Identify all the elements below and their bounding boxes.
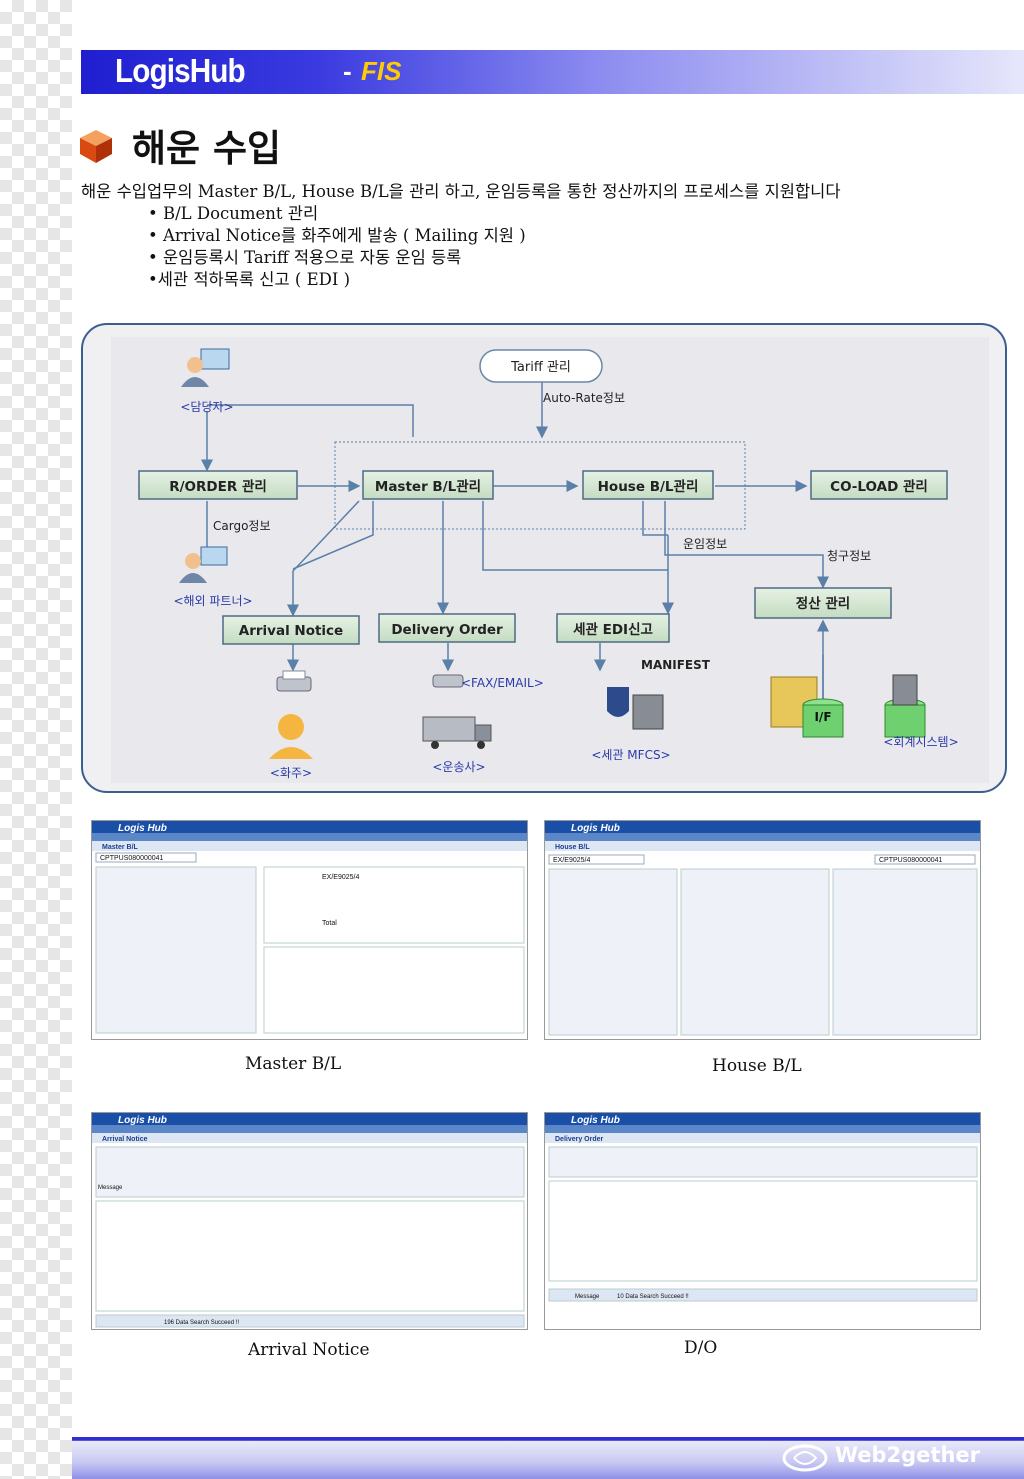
rorder-box: R/ORDER 관리: [169, 478, 267, 495]
svg-text:Delivery Order: Delivery Order: [555, 1136, 604, 1143]
if-label: I/F: [814, 710, 831, 724]
billing-info-label: 청구정보: [827, 549, 871, 563]
manager-icon: [181, 348, 230, 387]
freight-info-label: 운임정보: [683, 537, 727, 551]
svg-text:EX/E9025/4: EX/E9025/4: [322, 874, 359, 881]
master-box: Master B/L관리: [375, 478, 481, 495]
settlement-box: 정산 관리: [796, 595, 850, 612]
svg-text:196 Data Search Succeed !!: 196 Data Search Succeed !!: [164, 1320, 239, 1326]
caption-master-bl: Master B/L: [245, 1054, 342, 1074]
customs-edi-box: 세관 EDI신고: [573, 621, 653, 638]
svg-text:Message: Message: [98, 1185, 123, 1191]
svg-text:Logis Hub: Logis Hub: [571, 823, 620, 834]
bullet-item: •세관 적하목록 신고 ( EDI ): [148, 270, 351, 289]
intro-text: 해운 수입업무의 Master B/L, House B/L을 관리 하고, 운…: [81, 182, 841, 201]
svg-text:Logis Hub: Logis Hub: [118, 1115, 167, 1126]
caption-house-bl: House B/L: [712, 1056, 802, 1076]
page-title: 해운 수입: [132, 126, 282, 170]
manager-label: <담당자>: [180, 400, 233, 414]
process-diagram: Tariff 관리 Auto-Rate정보 <담당자> R/ORDER 관리 M…: [81, 323, 1007, 793]
partner-icon: [179, 546, 228, 583]
do-screenshot: Logis Hub Delivery Order Message 10 Data…: [544, 1112, 981, 1330]
web2gether-logo: Web2gether: [834, 1443, 980, 1467]
svg-text:Logis Hub: Logis Hub: [571, 1115, 620, 1126]
svg-text:Total: Total: [322, 920, 337, 927]
fax-icon: [432, 674, 464, 688]
svg-text:House B/L: House B/L: [555, 844, 590, 851]
svg-text:CPTPUS080000041: CPTPUS080000041: [879, 857, 943, 864]
truck-icon: [422, 716, 492, 749]
brand-sub: FIS: [361, 56, 402, 86]
svg-text:Message: Message: [575, 1294, 600, 1300]
cube-icon: [80, 130, 112, 163]
arrival-box: Arrival Notice: [239, 623, 343, 639]
svg-text:Master B/L: Master B/L: [102, 844, 139, 851]
footer-bar: Web2gether: [72, 1437, 1024, 1479]
house-box: House B/L관리: [598, 478, 699, 495]
house-bl-screenshot: Logis Hub House B/L EX/E9025/4 CPTPUS080…: [544, 820, 981, 1040]
consignee-icon: [269, 714, 313, 759]
master-bl-screenshot: Logis Hub Master B/L CPTPUS080000041 EX/…: [91, 820, 528, 1040]
svg-text:CPTPUS080000041: CPTPUS080000041: [100, 855, 164, 862]
customs-shield-icon: [607, 687, 664, 730]
brand-logo: LogisHub: [115, 52, 246, 89]
mfcs-label: <세관 MFCS>: [591, 748, 670, 762]
tariff-label: Tariff 관리: [510, 360, 571, 375]
caption-do: D/O: [684, 1338, 718, 1358]
web2gether-logo-icon: [782, 1444, 828, 1472]
svg-text:Logis Hub: Logis Hub: [118, 823, 167, 834]
delivery-box: Delivery Order: [391, 622, 503, 638]
database-icon: [802, 674, 926, 738]
cargo-label: Cargo정보: [213, 519, 271, 533]
partner-label: <해외 파트너>: [173, 594, 252, 608]
fax-email-label: <FAX/EMAIL>: [461, 676, 544, 690]
carrier-label: <운송사>: [432, 760, 485, 774]
svg-text:Arrival Notice: Arrival Notice: [102, 1136, 148, 1143]
svg-text:EX/E9025/4: EX/E9025/4: [553, 857, 590, 864]
svg-text:10 Data Search Succeed !!: 10 Data Search Succeed !!: [617, 1294, 689, 1300]
manifest-label: MANIFEST: [641, 658, 711, 672]
bullet-item: • 운임등록시 Tariff 적용으로 자동 운임 등록: [148, 248, 462, 267]
accounting-label: <회계시스템>: [883, 735, 958, 749]
caption-arrival-notice: Arrival Notice: [248, 1340, 370, 1360]
consignee-label: <화주>: [270, 766, 312, 780]
printer-icon: [276, 670, 312, 692]
bullet-item: • B/L Document 관리: [148, 204, 319, 223]
auto-rate-label: Auto-Rate정보: [543, 391, 625, 405]
checker-strip: [0, 0, 72, 1479]
coload-box: CO-LOAD 관리: [830, 478, 928, 495]
arrival-notice-screenshot: Logis Hub Arrival Notice Message 196 Dat…: [91, 1112, 528, 1330]
brand-separator: -: [343, 56, 352, 86]
header-banner: LogisHub - FIS: [81, 50, 1024, 94]
bullet-item: • Arrival Notice를 화주에게 발송 ( Mailing 지원 ): [148, 226, 526, 245]
